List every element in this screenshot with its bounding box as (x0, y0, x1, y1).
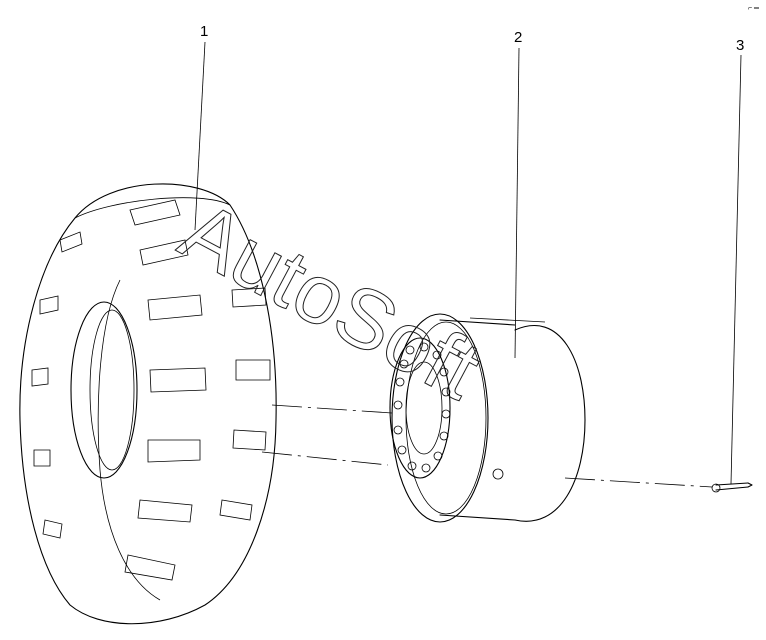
wheel-rim-part (389, 313, 586, 523)
center-lines (261, 404, 713, 488)
watermark: AutoSoft (167, 183, 496, 417)
leader-lines (194, 41, 742, 485)
callout-1: 1 (200, 23, 208, 40)
valve-stem-part (711, 482, 753, 493)
tire-part (19, 183, 277, 625)
callout-2: 2 (514, 29, 522, 46)
corner-mark: ⌐ ═ (748, 5, 759, 12)
callout-3: 3 (736, 37, 744, 54)
